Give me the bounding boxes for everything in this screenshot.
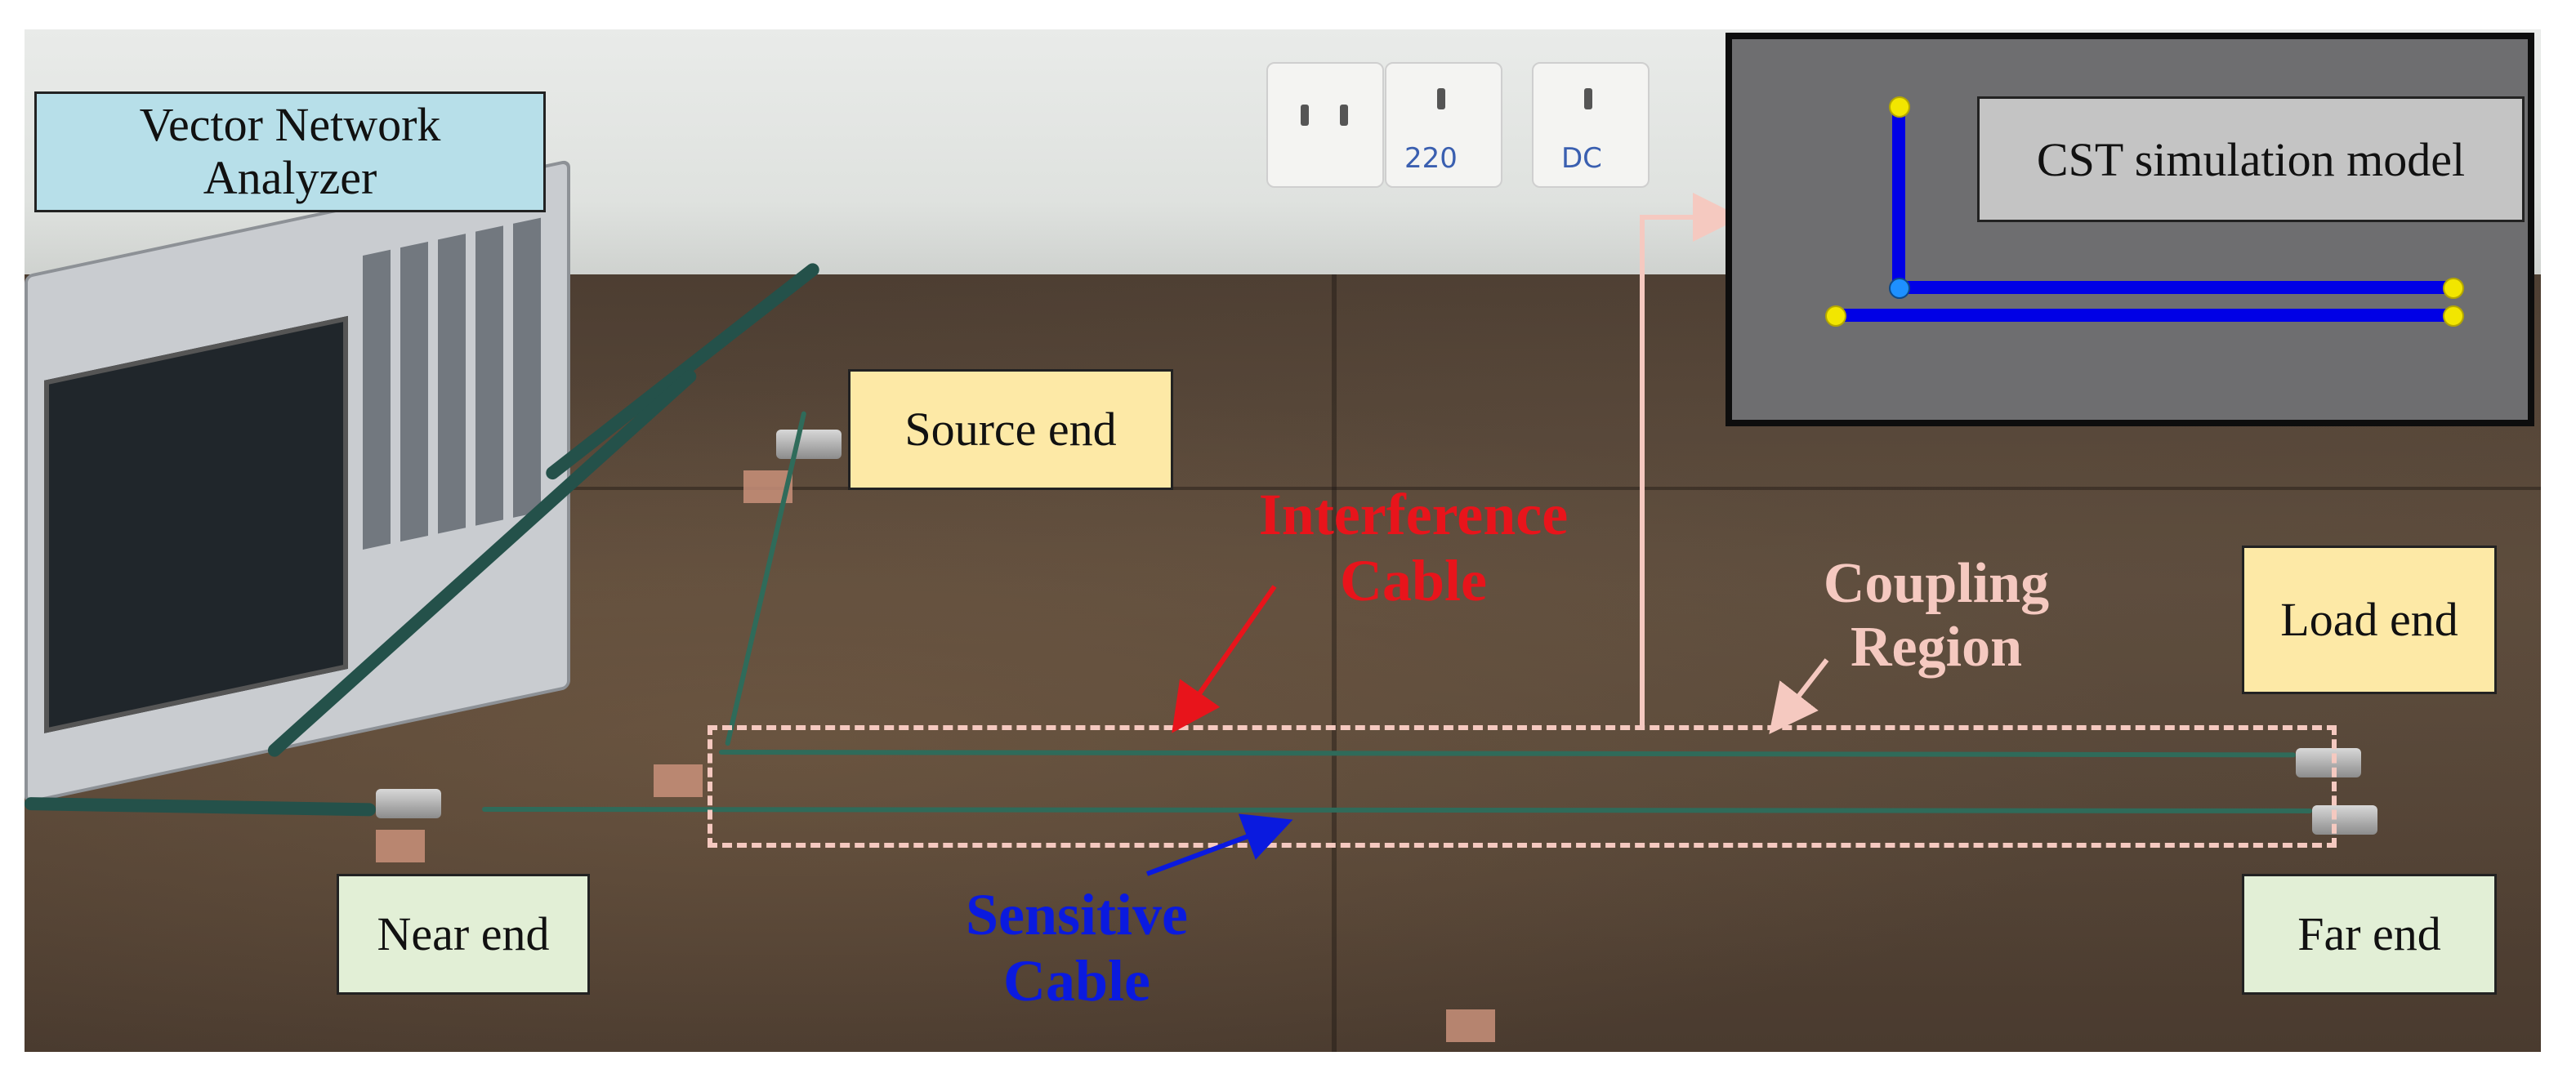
- source-connector: [776, 430, 842, 459]
- cst-node: [2443, 305, 2464, 327]
- cst-node: [1889, 96, 1910, 118]
- far-connector: [2312, 805, 2377, 835]
- load-connector: [2296, 748, 2361, 777]
- cst-model-label: CST simulation model: [1977, 96, 2525, 222]
- interference-cable-label: Interference Cable: [1258, 482, 1569, 613]
- cst-model-inset: CST simulation model: [1726, 33, 2534, 426]
- cst-node: [2443, 278, 2464, 299]
- wall-socket-220: 220: [1385, 62, 1502, 188]
- socket-mark-220: 220: [1404, 142, 1458, 175]
- socket-mark-dc: DC: [1561, 142, 1602, 175]
- copper-tape: [376, 830, 425, 862]
- wall-socket-dc: DC: [1532, 62, 1650, 188]
- vna-label: Vector Network Analyzer: [34, 91, 546, 212]
- bench-seam: [1332, 274, 1337, 1052]
- near-end-label: Near end: [337, 874, 590, 995]
- near-connector: [376, 789, 441, 818]
- vna-label-text: Vector Network Analyzer: [139, 98, 441, 204]
- source-end-label: Source end: [848, 369, 1173, 490]
- cst-upper-cable: [1892, 281, 2456, 294]
- coupling-region-box: [708, 725, 2337, 848]
- cst-node: [1889, 278, 1910, 299]
- copper-tape: [654, 764, 703, 797]
- wall-socket: [1266, 62, 1384, 188]
- vna-screen: [44, 315, 348, 733]
- cst-vertical-cable: [1892, 103, 1905, 294]
- coupling-region-label: Coupling Region: [1823, 552, 2050, 679]
- vna-keypad: [363, 217, 542, 550]
- load-end-label: Load end: [2242, 546, 2497, 694]
- cst-lower-cable: [1830, 309, 2456, 322]
- cst-node: [1825, 305, 1846, 327]
- copper-tape: [1446, 1009, 1495, 1042]
- far-end-label: Far end: [2242, 874, 2497, 995]
- sensitive-cable-label: Sensitive Cable: [965, 882, 1188, 1013]
- bench-seam: [25, 487, 2541, 490]
